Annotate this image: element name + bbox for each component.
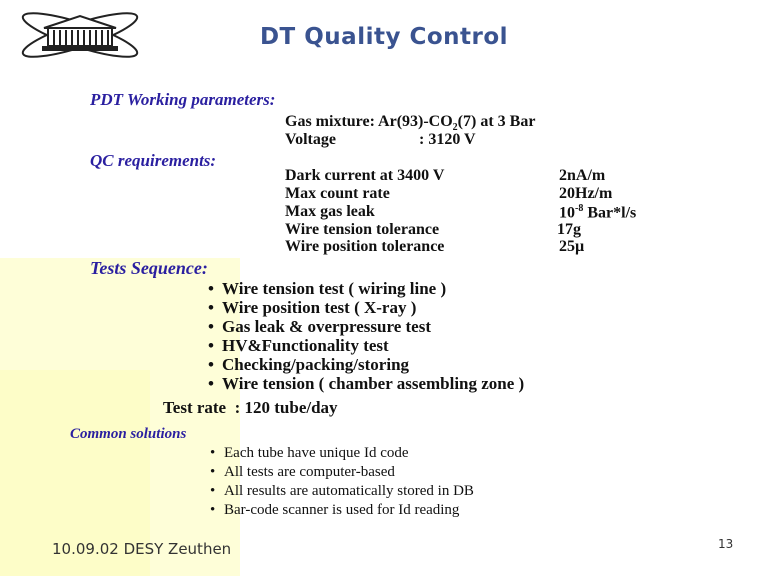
gas-mixture-label: Gas mixture: Ar(93)-CO (285, 113, 453, 130)
bullet-icon: • (210, 483, 216, 499)
qc-row-label: Max gas leak (285, 203, 375, 220)
qc-row-value: 2nA/m (559, 167, 606, 184)
qc-value-unit: Bar*l/s (583, 204, 637, 222)
qc-row-label: Max count rate (285, 185, 390, 202)
bullet-icon: • (208, 279, 214, 298)
qc-row: Max count rate 20Hz/m (285, 185, 612, 203)
qc-row: Max gas leak 10-8 Bar*l/s (285, 203, 636, 221)
qc-row-label: Wire position tolerance (285, 238, 445, 255)
gas-mixture-line: Gas mixture: Ar(93)-CO2(7) at 3 Bar (285, 113, 535, 133)
list-item: •Gas leak & overpressure test (208, 317, 432, 336)
bullet-icon: • (208, 374, 214, 393)
qc-row-label: Dark current at 3400 V (285, 167, 445, 184)
qc-row-value: 25µ (559, 238, 585, 255)
list-item: •Wire tension test ( wiring line ) (208, 279, 447, 298)
list-item: •Checking/packing/storing (208, 355, 410, 374)
list-item: •Wire tension ( chamber assembling zone … (208, 374, 525, 393)
bullet-icon: • (208, 317, 214, 336)
list-item: •Each tube have unique Id code (210, 445, 409, 461)
bullet-icon: • (208, 355, 214, 374)
list-item: •Bar-code scanner is used for Id reading (210, 502, 460, 518)
qc-row-label: Wire tension tolerance (285, 221, 440, 238)
bullet-icon: • (210, 502, 216, 518)
slide-title: DT Quality Control (259, 24, 509, 50)
pdt-heading: PDT Working parameters: (90, 90, 276, 109)
bullet-icon: • (208, 336, 214, 355)
voltage-line: Voltage : 3120 V (285, 131, 476, 149)
footer-text: 10.09.02 DESY Zeuthen (52, 540, 232, 558)
qc-row: Wire position tolerance 25µ (285, 238, 584, 256)
list-item: •HV&Functionality test (208, 336, 389, 355)
qc-row: Dark current at 3400 V 2nA/m (285, 167, 605, 185)
gas-mixture-rest: (7) at 3 Bar (457, 113, 536, 130)
qc-heading: QC requirements: (90, 151, 217, 170)
qc-row-value: 10-8 Bar*l/s (559, 203, 636, 222)
qc-row-value: 17g (557, 221, 581, 238)
voltage-value: : 3120 V (419, 131, 476, 148)
institute-logo (21, 12, 139, 58)
page-number: 13 (718, 537, 734, 551)
qc-value-base: 10 (559, 204, 575, 222)
voltage-label: Voltage (285, 131, 336, 148)
tests-heading: Tests Sequence: (90, 258, 208, 278)
bullet-icon: • (210, 464, 216, 480)
list-item: •Wire position test ( X-ray ) (208, 298, 417, 317)
common-heading: Common solutions (70, 426, 187, 442)
qc-value-exponent: -8 (575, 203, 584, 214)
list-item: •All tests are computer-based (210, 464, 395, 480)
test-rate: Test rate : 120 tube/day (163, 398, 338, 417)
bullet-icon: • (210, 445, 216, 461)
background-panel-lower (0, 370, 150, 576)
bullet-icon: • (208, 298, 214, 317)
qc-row-value: 20Hz/m (559, 185, 613, 202)
list-item: •All results are automatically stored in… (210, 483, 474, 499)
gas-mixture-subscript: 2 (452, 122, 458, 134)
qc-row: Wire tension tolerance 17g (285, 221, 581, 239)
